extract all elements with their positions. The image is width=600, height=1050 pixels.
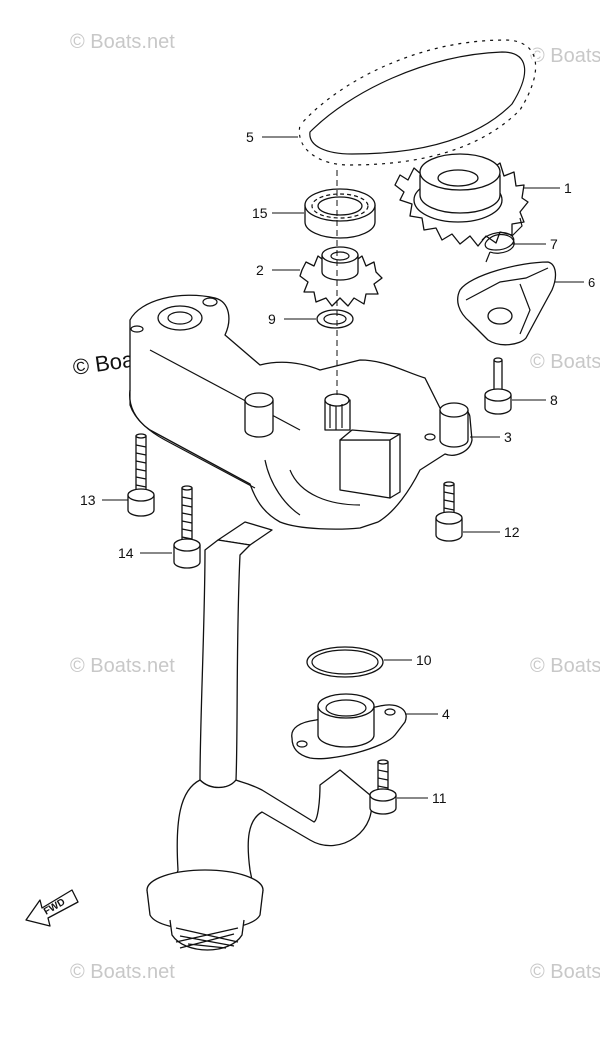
chain-tensioner xyxy=(457,261,557,346)
o-ring xyxy=(306,646,384,678)
callout-6: 6 xyxy=(588,275,595,290)
washer xyxy=(316,309,354,329)
bolt-11 xyxy=(369,759,397,815)
callout-5: 5 xyxy=(246,129,254,145)
bolt-14 xyxy=(173,485,201,569)
oil-strainer-pipe xyxy=(146,521,373,951)
callout-3: 3 xyxy=(504,429,512,445)
bolt-13 xyxy=(127,433,155,517)
watermark-lower-right: © Boats.net xyxy=(530,655,600,677)
callout-13: 13 xyxy=(80,492,96,508)
watermark-mid-right: © Boats.net xyxy=(530,351,600,373)
watermark-bottom-right: © Boats.net xyxy=(530,961,600,983)
callout-1: 1 xyxy=(564,180,572,196)
callout-8: 8 xyxy=(550,392,558,408)
callout-9: 9 xyxy=(268,311,276,327)
callout-7: 7 xyxy=(550,236,558,252)
chain xyxy=(296,37,538,168)
bolt-8 xyxy=(484,357,512,415)
callout-15: 15 xyxy=(252,205,268,221)
fwd-arrow: FWD xyxy=(25,889,79,927)
callout-10: 10 xyxy=(416,652,432,668)
sprocket-large xyxy=(394,153,529,247)
bolt-12 xyxy=(435,481,463,542)
sprocket-small xyxy=(299,246,383,307)
watermark-lower-left: © Boats.net xyxy=(70,655,175,677)
callout-14: 14 xyxy=(118,545,134,561)
callout-2: 2 xyxy=(256,262,264,278)
callout-4: 4 xyxy=(442,706,450,722)
pipe-flange xyxy=(291,693,407,760)
callout-11: 11 xyxy=(432,790,447,806)
watermark-top-right: © Boats.net xyxy=(530,45,600,67)
watermark-bottom-left: © Boats.net xyxy=(70,961,175,983)
watermark-top-left: © Boats.net xyxy=(70,31,175,53)
bearing xyxy=(304,188,376,239)
oil-pump-body xyxy=(129,294,473,530)
callout-12: 12 xyxy=(504,524,520,540)
